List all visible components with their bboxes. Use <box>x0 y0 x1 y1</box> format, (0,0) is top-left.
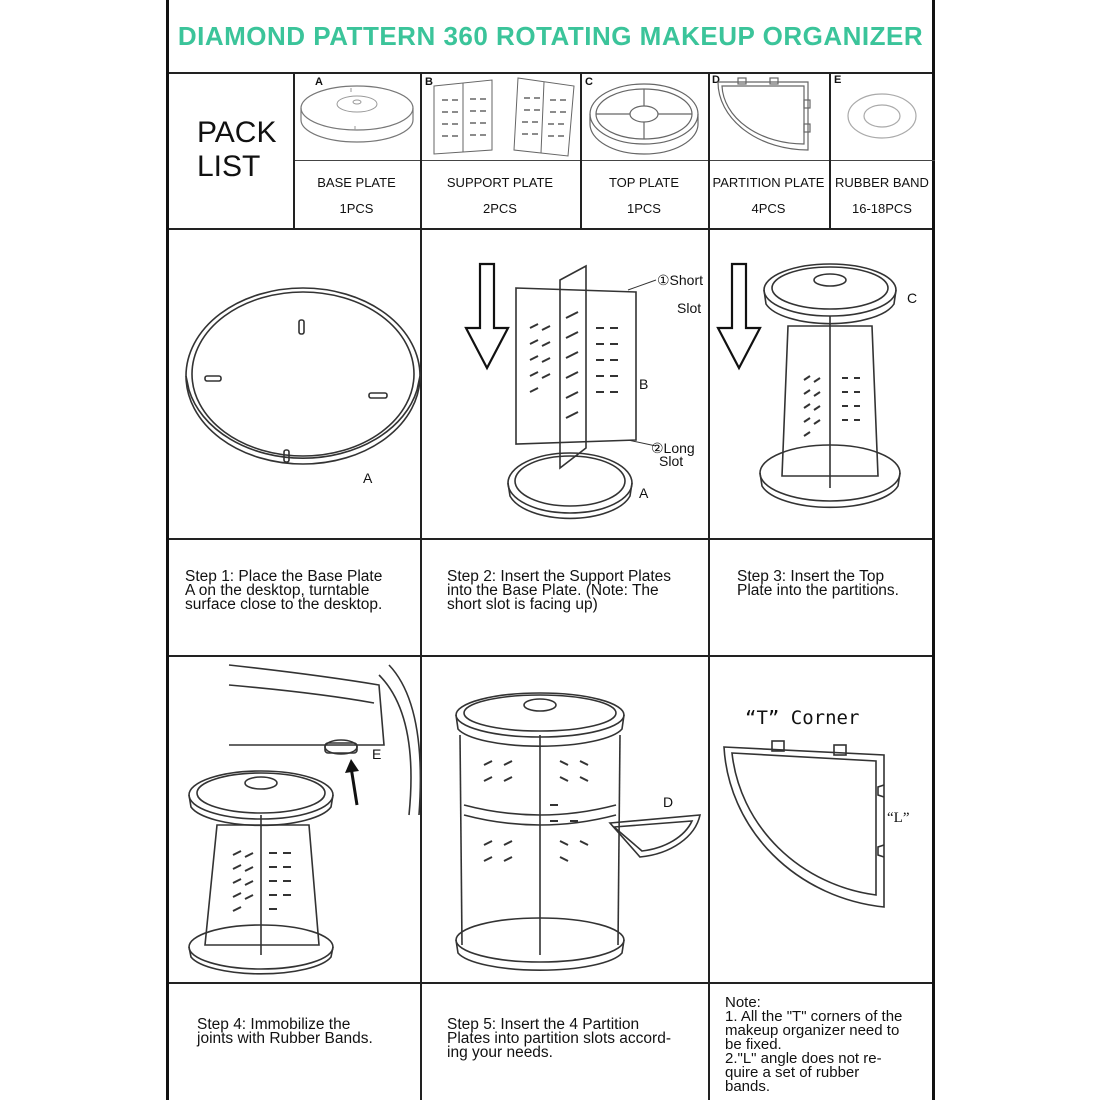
step-1-line: Step 1: Place the Base Plate <box>185 568 383 585</box>
step-3-line: Plate into the partitions. <box>737 582 899 599</box>
note-line: 2."L" angle does not re- <box>725 1050 882 1067</box>
divider <box>293 160 935 161</box>
step4-rubber-band-diagram <box>188 664 422 975</box>
partition-plate-illustration <box>717 77 811 151</box>
divider <box>169 982 932 984</box>
label-d: D <box>663 794 674 810</box>
part-qty-support-plate: 2PCS <box>483 201 517 216</box>
note-line: be fixed. <box>725 1036 782 1053</box>
divider <box>169 228 932 230</box>
down-arrow-icon <box>716 262 762 371</box>
part-letter-b: B <box>425 76 433 88</box>
label-c: C <box>907 290 918 306</box>
top-plate-illustration <box>589 83 699 155</box>
step3-top-plate-diagram <box>716 262 901 509</box>
part-qty-rubber-band: 16-18PCS <box>852 201 912 216</box>
step-5-line: Step 5: Insert the 4 Partition <box>447 1016 640 1033</box>
divider <box>829 72 831 228</box>
step1-base-plate-diagram <box>185 287 421 465</box>
divider <box>708 72 710 1100</box>
l-label: “L” <box>887 810 910 826</box>
step-3-line: Step 3: Insert the Top <box>737 568 885 585</box>
divider <box>580 72 582 228</box>
step-2-line: into the Base Plate. (Note: The <box>447 582 659 599</box>
step-3-text: Step 3: Insert the Top Plate into the pa… <box>737 568 899 599</box>
part-letter-d: D <box>712 74 720 86</box>
pack-heading-line2: LIST <box>197 150 261 183</box>
part-name-base-plate: BASE PLATE <box>317 175 396 190</box>
part-name-top-plate: TOP PLATE <box>608 175 680 190</box>
instruction-sheet: DIAMOND PATTERN 360 ROTATING MAKEUP ORGA… <box>166 0 935 1100</box>
step-1-text: Step 1: Place the Base Plate A on the de… <box>185 568 383 613</box>
step-5-line: Plates into partition slots accord- <box>447 1030 671 1047</box>
divider <box>420 72 422 1100</box>
t-corner-label: “T” Corner <box>745 707 860 729</box>
divider <box>169 72 932 74</box>
note-line: makeup organizer need to <box>725 1022 900 1039</box>
step-4-line: Step 4: Immobilize the <box>197 1016 351 1033</box>
note-line: 1. All the "T" corners of the <box>725 1008 903 1025</box>
pack-heading-line1: PACK <box>197 116 277 149</box>
label-a-step2: A <box>639 485 649 501</box>
label-a: A <box>363 470 373 486</box>
label-long-slot-1: ②Long <box>651 440 695 456</box>
note-line: bands. <box>725 1078 771 1095</box>
step-1-line: A on the desktop, turntable <box>185 582 370 599</box>
step-1-line: surface close to the desktop. <box>185 596 383 613</box>
part-qty-partition-plate: 4PCS <box>751 201 786 216</box>
support-plate-illustration <box>433 77 575 157</box>
part-name-rubber-band: RUBBER BAND <box>835 175 929 190</box>
step-2-line: short slot is facing up) <box>447 596 598 613</box>
pack-list-heading: PACK LIST <box>197 116 276 184</box>
step-5-text: Step 5: Insert the 4 Partition Plates in… <box>447 1016 671 1061</box>
step5-partition-diagram <box>455 692 702 972</box>
part-name-partition-plate: PARTITION PLATE <box>712 175 825 190</box>
label-short-slot-1: ①Short <box>657 272 704 288</box>
note-line: quire a set of rubber <box>725 1064 860 1081</box>
label-e: E <box>372 746 382 762</box>
divider <box>169 538 932 540</box>
t-corner-diagram <box>723 740 885 908</box>
part-qty-top-plate: 1PCS <box>627 201 661 216</box>
divider <box>293 72 295 228</box>
part-name-support-plate: SUPPORT PLATE <box>446 175 554 190</box>
step-2-text: Step 2: Insert the Support Plates into t… <box>447 568 672 613</box>
step-5-line: ing your needs. <box>447 1044 553 1061</box>
step-4-line: joints with Rubber Bands. <box>197 1030 373 1047</box>
label-long-slot-2: Slot <box>659 453 684 469</box>
part-letter-e: E <box>834 74 842 86</box>
down-arrow-icon <box>464 262 510 371</box>
note-line: Note: <box>725 994 761 1011</box>
label-b: B <box>639 376 649 392</box>
base-plate-illustration <box>300 85 414 143</box>
part-letter-c: C <box>585 76 593 88</box>
note-text: Note: 1. All the "T" corners of the make… <box>725 994 903 1095</box>
part-qty-base-plate: 1PCS <box>339 201 374 216</box>
label-short-slot-2: Slot <box>677 300 702 316</box>
step-4-text: Step 4: Immobilize the joints with Rubbe… <box>197 1016 373 1047</box>
page-title: DIAMOND PATTERN 360 ROTATING MAKEUP ORGA… <box>177 20 924 51</box>
divider <box>169 655 932 657</box>
part-letter-a: A <box>315 76 323 88</box>
rubber-band-illustration <box>847 93 917 139</box>
step-2-line: Step 2: Insert the Support Plates <box>447 568 672 585</box>
step2-support-plate-diagram <box>464 262 657 520</box>
